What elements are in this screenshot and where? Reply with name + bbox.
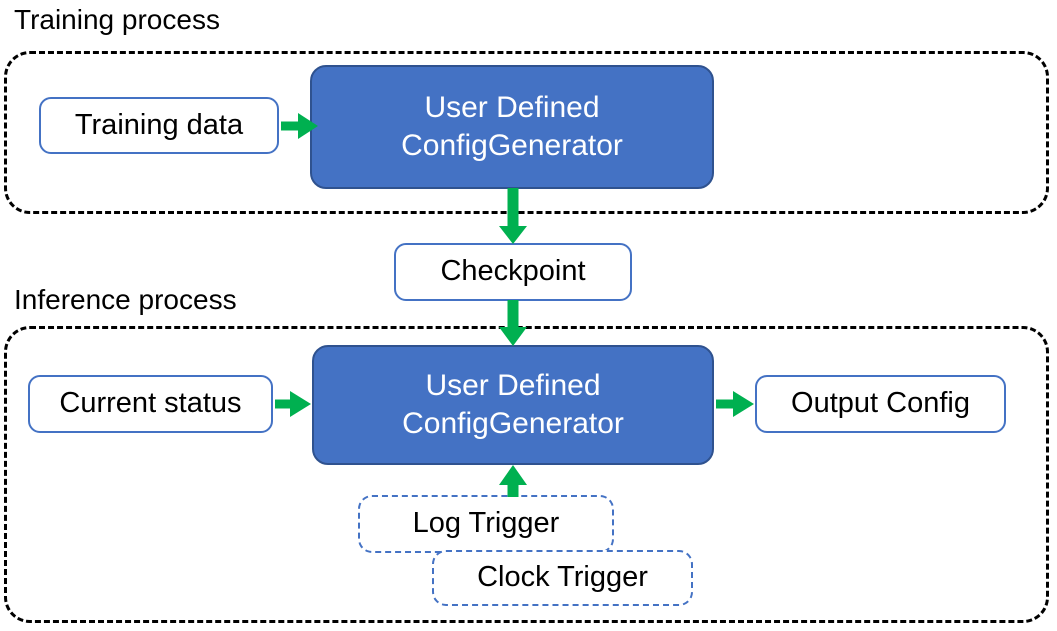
node-generator-inference-label-line1: User Defined [425, 368, 601, 402]
node-generator-training-label-line1: User Defined [424, 90, 600, 124]
node-current-status-label: Current status [59, 387, 242, 420]
node-output-config[interactable]: Output Config [755, 375, 1006, 433]
training-process-caption: Training process [14, 4, 220, 35]
node-user-defined-configgenerator-inference[interactable]: User Defined ConfigGenerator [312, 345, 714, 465]
node-training-data-label: Training data [74, 108, 244, 141]
node-training-data[interactable]: Training data [39, 97, 279, 154]
node-current-status[interactable]: Current status [28, 375, 273, 433]
inference-process-caption: Inference process [14, 284, 237, 315]
node-log-trigger[interactable]: Log Trigger [358, 495, 614, 553]
node-generator-training-label-line2: ConfigGenerator [401, 129, 623, 162]
node-generator-inference-label-line2: ConfigGenerator [402, 407, 624, 440]
node-checkpoint[interactable]: Checkpoint [394, 243, 632, 301]
node-checkpoint-label: Checkpoint [440, 255, 586, 288]
node-user-defined-configgenerator-training[interactable]: User Defined ConfigGenerator [310, 65, 714, 189]
training-process-container [4, 51, 1049, 214]
node-output-config-label: Output Config [791, 387, 970, 420]
node-clock-trigger-label: Clock Trigger [477, 561, 648, 594]
node-log-trigger-label: Log Trigger [412, 507, 560, 540]
node-clock-trigger[interactable]: Clock Trigger [432, 550, 693, 606]
